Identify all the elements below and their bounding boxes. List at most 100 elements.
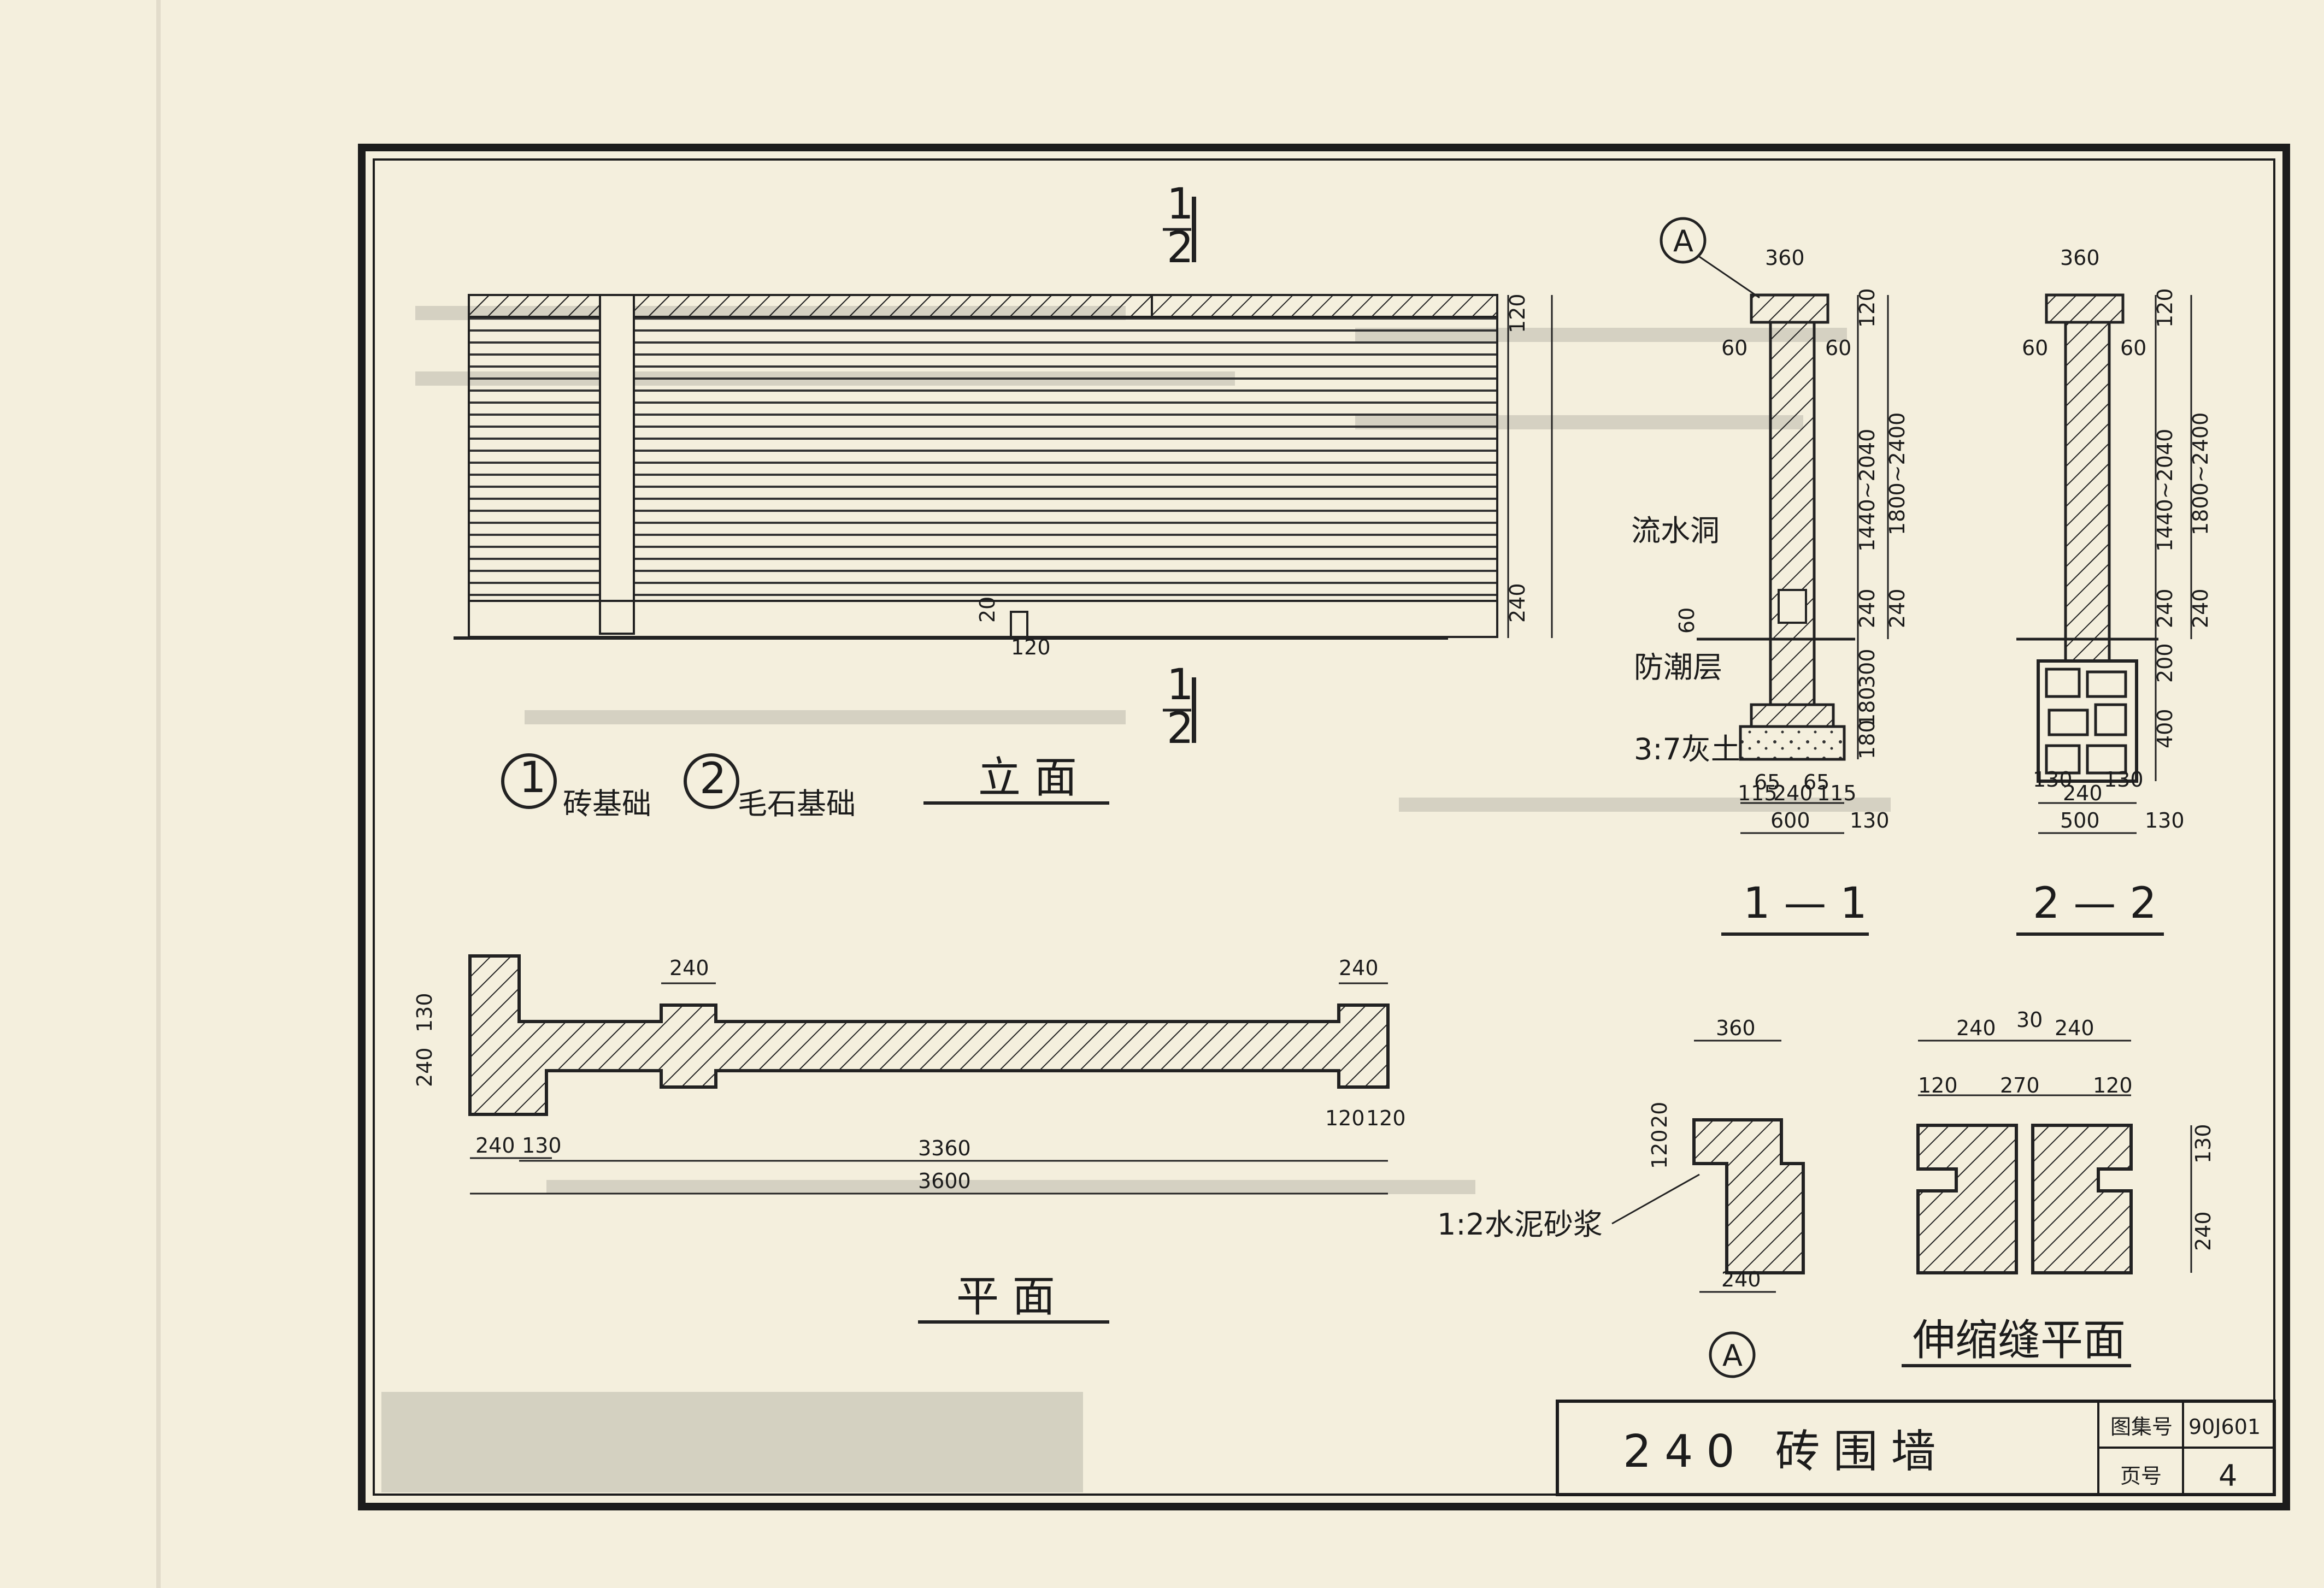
s2-dim-120: 120 bbox=[2153, 288, 2177, 328]
wall-body-left bbox=[468, 316, 601, 602]
joint-dim-130: 130 bbox=[2191, 1124, 2215, 1164]
s2-dim-130b: 130 bbox=[2104, 768, 2144, 792]
legend-num-2: 2 bbox=[699, 754, 727, 804]
plan-view: 240 240 240 130 240 130 120 120 3360 360… bbox=[413, 954, 1406, 1324]
plan-dim-120b: 120 bbox=[1366, 1106, 1406, 1130]
s2-dim-60-right: 60 bbox=[2120, 336, 2146, 360]
s1-dim-180a: 180 bbox=[1855, 687, 1879, 727]
s2-dim-60-left: 60 bbox=[2022, 336, 2048, 360]
plan-dim-130a: 130 bbox=[413, 993, 437, 1032]
s2-dim-240c: 240 bbox=[2063, 781, 2103, 805]
s1-wall bbox=[1769, 321, 1816, 706]
s1-dim-120: 120 bbox=[1855, 288, 1879, 328]
view-title-elevation: 立 面 bbox=[978, 753, 1077, 802]
detail-a-bubble-bottom bbox=[1709, 1331, 1756, 1378]
legend-label-2: 毛石基础 bbox=[738, 787, 856, 821]
callout-mortar: 1:2水泥砂浆 bbox=[1437, 1207, 1603, 1242]
s2-dim-500: 500 bbox=[2060, 808, 2100, 833]
joint-left-pier bbox=[1916, 1124, 2018, 1274]
s2-dim-130a: 130 bbox=[2033, 768, 2073, 792]
s1-dim-1800: 1800~2400 bbox=[1885, 412, 1909, 535]
elevation-gap-detail bbox=[1010, 611, 1028, 638]
cut-mark-top-den: 2 bbox=[1167, 223, 1194, 273]
pier bbox=[599, 294, 635, 635]
detail-a-label-bottom: A bbox=[1722, 1338, 1743, 1373]
legend-circle-1 bbox=[501, 753, 557, 809]
view-title-section-22: 2 — 2 bbox=[2033, 879, 2157, 928]
joint-dim-270: 270 bbox=[2000, 1073, 2040, 1097]
cut-mark-bottom-den: 2 bbox=[1167, 704, 1194, 753]
s2-dim-360: 360 bbox=[2060, 246, 2100, 270]
legend-num-1: 1 bbox=[519, 753, 546, 802]
s1-dim-115a: 115 bbox=[1738, 781, 1778, 805]
joint-dim-30: 30 bbox=[2016, 1008, 2043, 1032]
s1-dim-300: 300 bbox=[1855, 648, 1879, 688]
plan-dim-3600: 3600 bbox=[918, 1169, 971, 1193]
plan-dim-3360: 3360 bbox=[918, 1136, 971, 1160]
section-2-2: 360 60 60 120 1440~2040 1800~2400 240 24… bbox=[2016, 246, 2213, 936]
atlas-label: 图集号 bbox=[2110, 1415, 2173, 1439]
cut-mark-top-num: 1 bbox=[1167, 180, 1194, 229]
elev-gap-a: 20 bbox=[975, 597, 999, 623]
atlas-value: 90J601 bbox=[2188, 1415, 2261, 1439]
s1-dim-240a: 240 bbox=[1855, 588, 1879, 628]
elevation-view: 20 120 1 2 1 2 120 240 1 砖基础 2 毛石基础 立 面 bbox=[454, 180, 1553, 821]
view-title-section-11: 1 — 1 bbox=[1743, 879, 1867, 928]
detail-a-dim-360: 360 bbox=[1716, 1016, 1756, 1040]
s1-dim-115b: 115 bbox=[1817, 781, 1857, 805]
s1-dim-65b: 65 bbox=[1803, 770, 1829, 794]
s1-dim-240b: 240 bbox=[1885, 588, 1909, 628]
callout-lime-soil: 3:7灰土 bbox=[1634, 732, 1740, 766]
plan-dim-240d: 240 bbox=[475, 1134, 515, 1158]
plan-dim-240a: 240 bbox=[669, 956, 709, 980]
detail-a-dim-20: 20 bbox=[1648, 1102, 1672, 1128]
joint-dim-240c: 240 bbox=[2191, 1211, 2215, 1251]
plan-dim-240b: 240 bbox=[1339, 956, 1379, 980]
detail-a-shape bbox=[1692, 1118, 1805, 1274]
bleed-through-title-block bbox=[381, 1392, 1083, 1492]
section-1-1: A 360 60 60 流水洞 防潮层 3:7灰土 60 120 1440~20… bbox=[1631, 217, 1909, 936]
legend-circle-2 bbox=[684, 753, 739, 809]
wall-body-right bbox=[633, 316, 1498, 602]
joint-dim-240b: 240 bbox=[2055, 1016, 2094, 1040]
callout-drain-hole: 流水洞 bbox=[1631, 513, 1720, 548]
callout-damp-course: 防潮层 bbox=[1634, 650, 1722, 684]
detail-a-dim-240: 240 bbox=[1721, 1267, 1761, 1291]
expansion-joint-plan: 240 30 240 120 270 120 130 240 伸缩缝平面 bbox=[1902, 1008, 2215, 1367]
s1-dim-240c: 240 bbox=[1773, 781, 1813, 805]
s1-dim-60b: 60 bbox=[1675, 607, 1699, 634]
detail-a-pier: 360 20 120 1:2水泥砂浆 240 A bbox=[1437, 1016, 1805, 1378]
s1-dim-180b: 180 bbox=[1855, 719, 1879, 759]
s2-dim-400: 400 bbox=[2153, 709, 2177, 748]
s1-dim-60-right: 60 bbox=[1825, 336, 1851, 360]
plan-dim-240c: 240 bbox=[413, 1047, 437, 1087]
s1-footing bbox=[1750, 703, 1835, 728]
joint-dim-240a: 240 bbox=[1956, 1016, 1996, 1040]
page-value: 4 bbox=[2219, 1459, 2237, 1493]
cut-mark-bottom-num: 1 bbox=[1167, 660, 1194, 710]
wall-coping-right bbox=[633, 294, 1498, 318]
legend-label-1: 砖基础 bbox=[563, 787, 651, 821]
s1-dim-1440: 1440~2040 bbox=[1855, 429, 1879, 552]
elev-gap-b: 120 bbox=[1011, 635, 1051, 659]
s2-wall bbox=[2064, 321, 2111, 663]
joint-dim-120a: 120 bbox=[1918, 1073, 1958, 1097]
s2-dim-240a: 240 bbox=[2153, 588, 2177, 628]
page-label: 页号 bbox=[2120, 1464, 2162, 1488]
s1-coping bbox=[1750, 293, 1829, 324]
s2-dim-130c: 130 bbox=[2145, 808, 2185, 833]
s1-dim-130: 130 bbox=[1850, 808, 1890, 833]
elev-dim-240: 240 bbox=[1505, 583, 1529, 623]
s1-dim-600: 600 bbox=[1770, 808, 1810, 833]
plan-dim-130b: 130 bbox=[522, 1134, 562, 1158]
joint-right-pier bbox=[2031, 1124, 2133, 1274]
s1-dim-360: 360 bbox=[1765, 246, 1805, 270]
detail-a-dim-120: 120 bbox=[1648, 1129, 1672, 1169]
s2-dim-1440: 1440~2040 bbox=[2153, 429, 2177, 552]
title-block: 240 砖围墙 图集号 90J601 页号 4 bbox=[1556, 1400, 2276, 1496]
s1-dim-65a: 65 bbox=[1754, 770, 1780, 794]
inner-frame bbox=[373, 158, 2275, 1496]
view-title-plan: 平 面 bbox=[956, 1272, 1055, 1321]
s1-dim-60-left: 60 bbox=[1721, 336, 1748, 360]
